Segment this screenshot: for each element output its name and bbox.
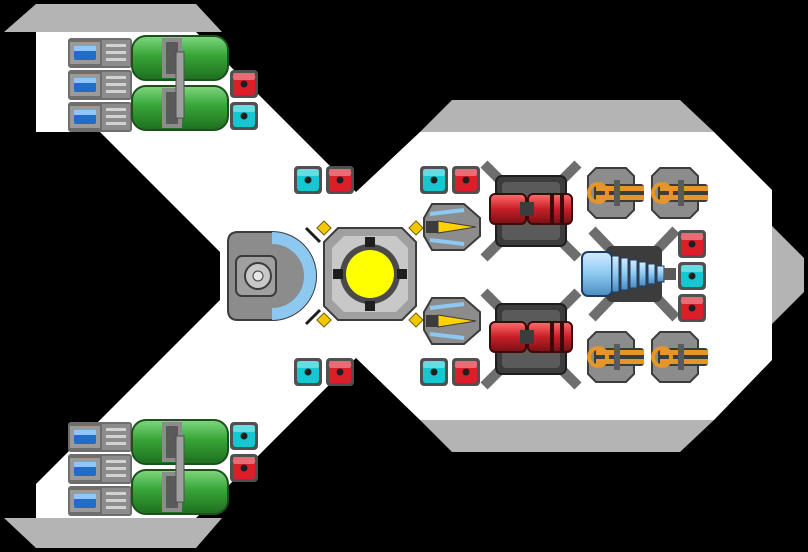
- node-port-icon: [688, 272, 696, 280]
- engine-module-lower-left[interactable]: [68, 422, 132, 516]
- power-node-red[interactable]: [230, 454, 258, 482]
- reactor-core-icon: [346, 250, 394, 298]
- node-port-icon: [688, 240, 696, 248]
- heavy-cannon-lower[interactable]: [480, 288, 582, 390]
- node-port-icon: [336, 176, 344, 184]
- node-port-icon: [240, 80, 248, 88]
- power-node-red[interactable]: [326, 166, 354, 194]
- node-port-icon: [430, 368, 438, 376]
- power-node-blue[interactable]: [230, 422, 258, 450]
- laser-turret-lower[interactable]: [423, 297, 481, 345]
- reactor-core-module[interactable]: [316, 220, 424, 328]
- cockpit-module[interactable]: [227, 226, 322, 326]
- node-port-icon: [462, 176, 470, 184]
- power-node-red[interactable]: [678, 230, 706, 258]
- power-node-red[interactable]: [452, 166, 480, 194]
- power-node-blue[interactable]: [420, 358, 448, 386]
- node-port-icon: [688, 304, 696, 312]
- node-port-icon: [462, 368, 470, 376]
- node-port-icon: [240, 432, 248, 440]
- power-node-blue[interactable]: [230, 102, 258, 130]
- power-node-blue[interactable]: [678, 262, 706, 290]
- power-node-red[interactable]: [326, 358, 354, 386]
- railgun-upper-right[interactable]: [651, 167, 708, 219]
- node-port-icon: [304, 368, 312, 376]
- armor-top-right: [420, 100, 714, 132]
- fuel-tank-lower-left[interactable]: [131, 419, 229, 515]
- armor-bottom-left: [4, 518, 222, 548]
- heavy-cannon-upper[interactable]: [480, 160, 582, 262]
- railgun-lower-right[interactable]: [651, 331, 708, 383]
- power-node-blue[interactable]: [294, 358, 322, 386]
- node-port-icon: [304, 176, 312, 184]
- ion-cannon-module[interactable]: [581, 226, 680, 322]
- hull-armor: [4, 4, 804, 548]
- power-node-blue[interactable]: [294, 166, 322, 194]
- node-port-icon: [240, 464, 248, 472]
- armor-nose: [772, 226, 804, 324]
- railgun-upper-left[interactable]: [587, 167, 644, 219]
- fuel-tank-upper-left[interactable]: [131, 35, 229, 131]
- power-node-red[interactable]: [452, 358, 480, 386]
- railgun-lower-left[interactable]: [587, 331, 644, 383]
- node-port-icon: [240, 112, 248, 120]
- node-port-icon: [430, 176, 438, 184]
- power-node-red[interactable]: [230, 70, 258, 98]
- laser-turret-upper[interactable]: [423, 203, 481, 251]
- engine-module-upper-left[interactable]: [68, 38, 132, 132]
- node-port-icon: [336, 368, 344, 376]
- power-node-blue[interactable]: [420, 166, 448, 194]
- armor-top-left: [4, 4, 222, 32]
- armor-bottom-right: [420, 420, 714, 452]
- power-node-red[interactable]: [678, 294, 706, 322]
